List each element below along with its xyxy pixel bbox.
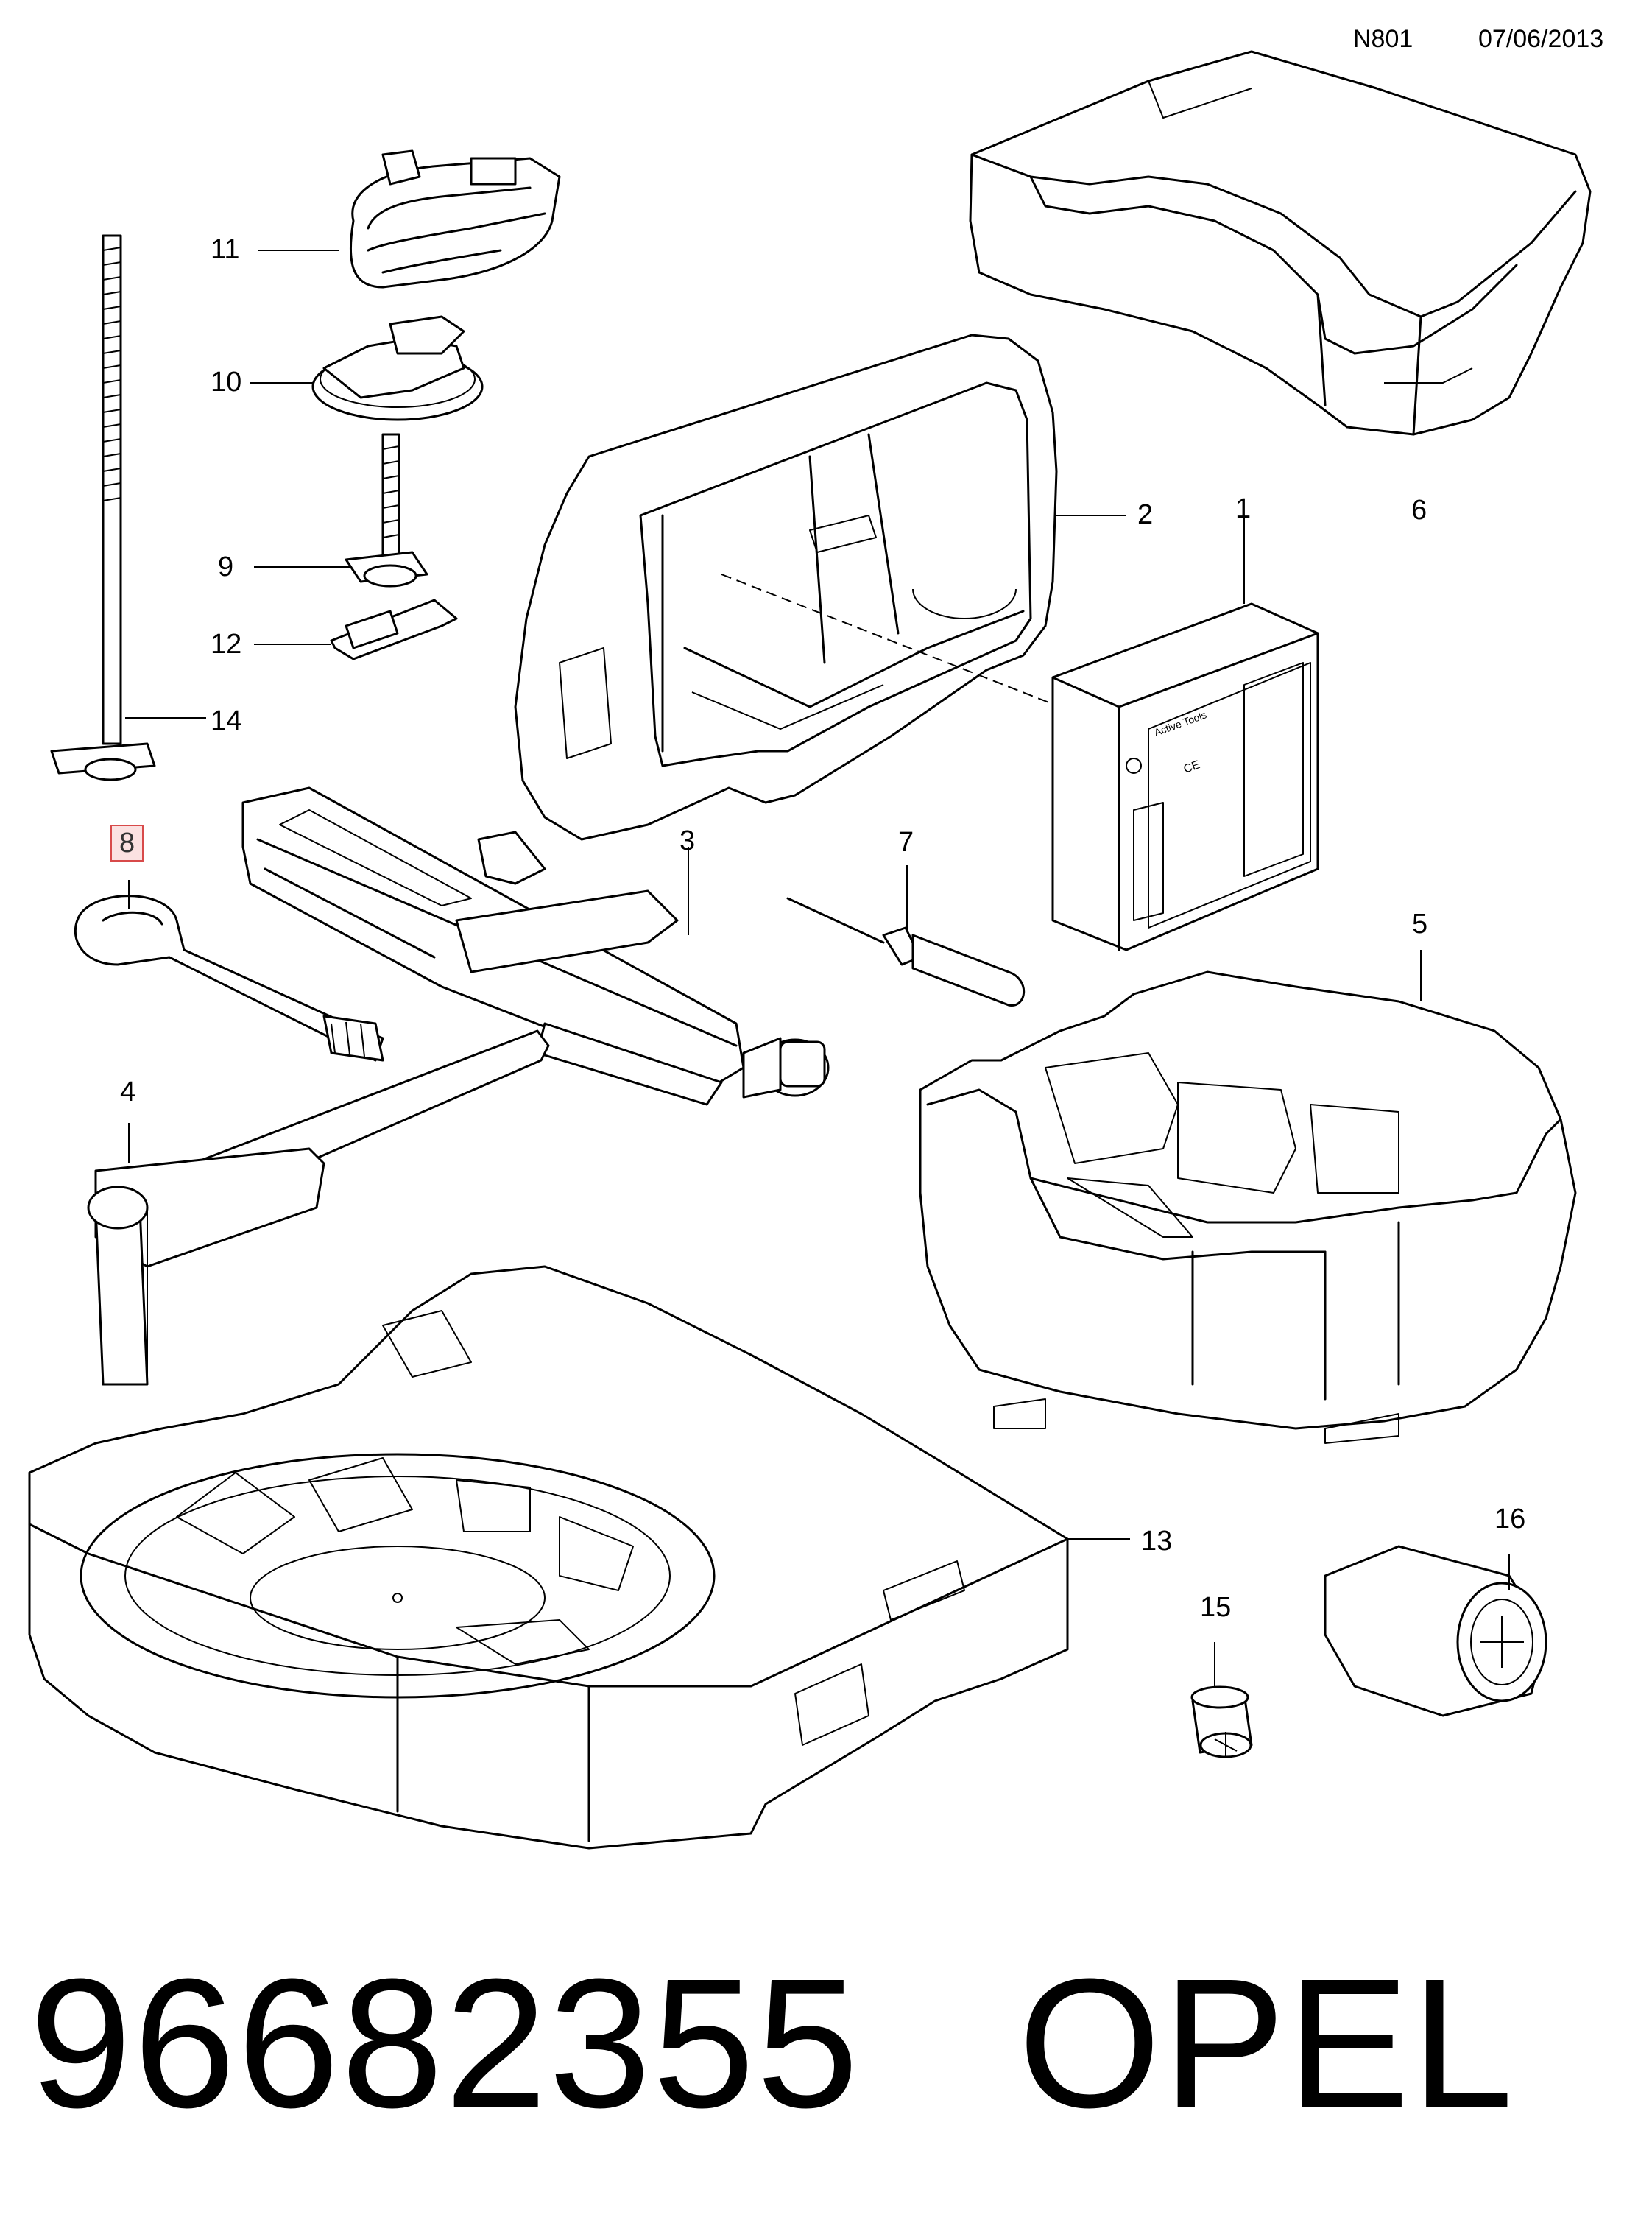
callout-6: 6 (1411, 495, 1427, 526)
diagram-date: 07/06/2013 (1478, 25, 1604, 53)
callout-3: 3 (679, 825, 696, 856)
part-13-trunk-tray (28, 1265, 1130, 1850)
compressor-ce-mark: CE (1182, 758, 1202, 776)
part-4-wrench (87, 1029, 550, 1386)
part-number: 96682355 (29, 1940, 861, 2146)
part-3-jack (241, 786, 830, 1106)
callout-2: 2 (1137, 499, 1154, 530)
callout-11: 11 (211, 234, 240, 265)
diagram-code: N801 (1353, 25, 1413, 53)
part-6-foam-tray (969, 50, 1592, 436)
part-number-footer: 96682355 OPEL (29, 1951, 1515, 2135)
callout-16: 16 (1494, 1504, 1526, 1535)
part-2-housing (514, 334, 1126, 841)
part-10-wing-nut (250, 315, 484, 421)
part-12-clip (254, 599, 458, 660)
part-7-screwdriver (786, 865, 1026, 1007)
part-8-tow-eye (74, 880, 384, 1062)
part-5-wheel-insert (919, 950, 1577, 1444)
callout-5: 5 (1412, 909, 1428, 940)
callout-4: 4 (120, 1077, 136, 1107)
callout-8: 8 (110, 825, 144, 862)
callout-12: 12 (211, 629, 242, 660)
part-15-cap (1190, 1642, 1253, 1758)
callout-14: 14 (211, 705, 242, 736)
part-9-bolt (254, 433, 428, 588)
brand-name: OPEL (1017, 1940, 1515, 2146)
callout-9: 9 (218, 552, 234, 582)
callout-7: 7 (898, 827, 914, 858)
callout-1: 1 (1235, 493, 1252, 524)
callout-10: 10 (211, 367, 242, 398)
callout-13: 13 (1141, 1526, 1173, 1557)
part-14-rod (50, 234, 206, 781)
callout-15: 15 (1200, 1592, 1232, 1623)
footer-gap (860, 1940, 1017, 2146)
part-1-compressor: Active Tools CE (1051, 515, 1319, 951)
part-16-lock-socket (1324, 1545, 1547, 1717)
part-11-strap (258, 149, 561, 289)
